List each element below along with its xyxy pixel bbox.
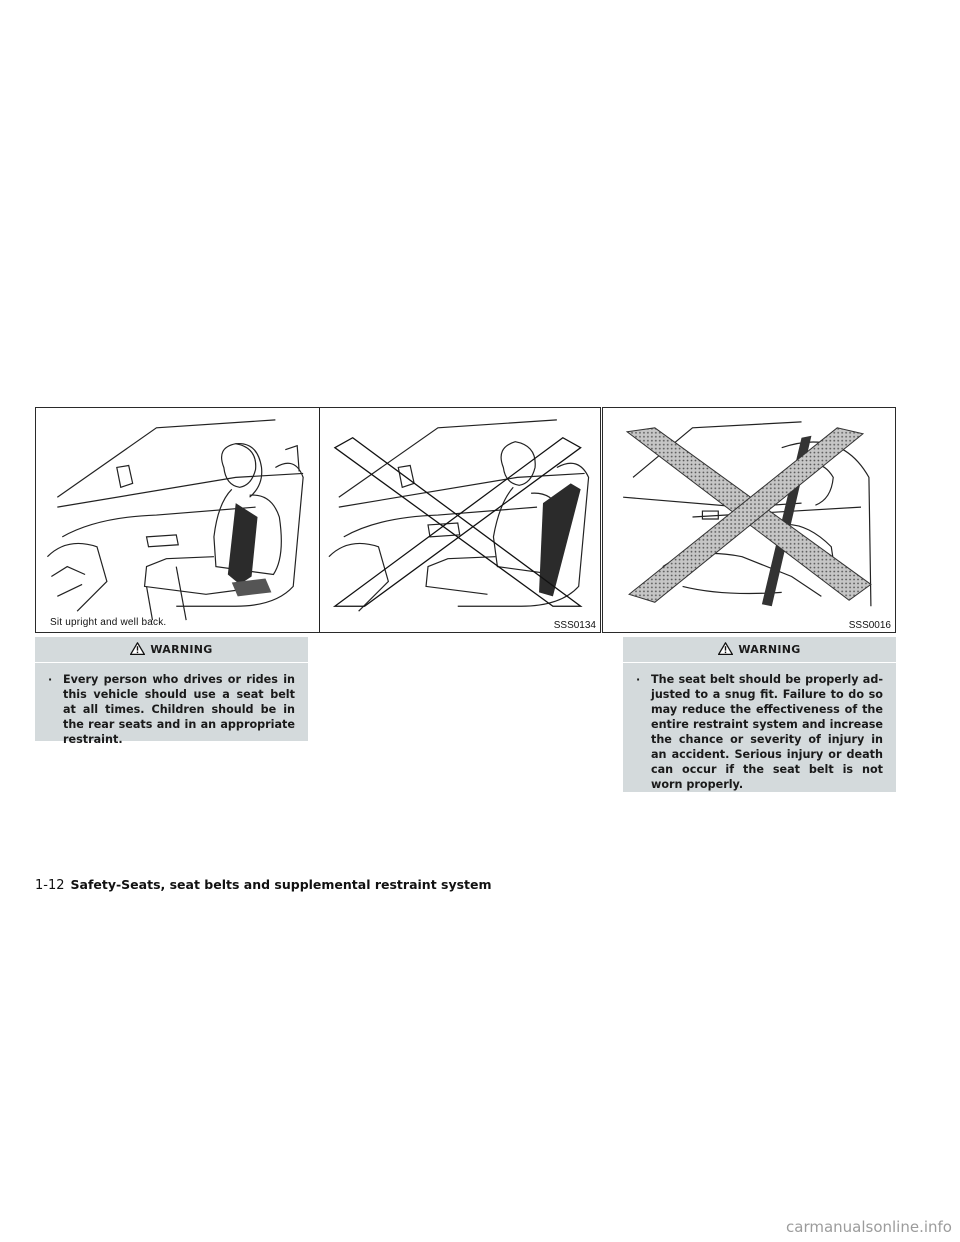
- cross-out-mark: [332, 436, 583, 607]
- seat-belt-illustration-incorrect: [623, 421, 872, 607]
- warning-text: The seat belt should be properly ad- jus…: [651, 673, 883, 791]
- figure-caption: Sit upright and well back.: [50, 617, 167, 628]
- seating-figure-left: Sit upright and well back. SSS0134: [35, 407, 601, 633]
- page-number: 1-12: [35, 878, 65, 893]
- seating-figure-right: SSS0016: [602, 407, 896, 633]
- bullet-dot: ·: [636, 673, 641, 686]
- seat-belt-illustration-correct-and-reclined: [46, 419, 590, 621]
- warning-triangle-icon: [718, 641, 734, 658]
- figure-code-right: SSS0016: [848, 620, 891, 631]
- belt-shoulder: [227, 503, 258, 585]
- figure-divider: [319, 408, 320, 632]
- page-footer: 1-12 Safety-Seats, seat belts and supplem…: [35, 877, 492, 893]
- watermark-text[interactable]: carmanualsonline.info: [786, 1218, 952, 1236]
- warning-text: Every person who drives or rides in this…: [63, 673, 295, 746]
- warning-box-2: WARNING · The seat belt should be proper…: [623, 637, 896, 792]
- warning-header: WARNING: [623, 637, 896, 663]
- warning-box-1: WARNING · Every person who drives or rid…: [35, 637, 308, 746]
- section-title: Safety-Seats, seat belts and supplementa…: [70, 877, 492, 892]
- warning-header: WARNING: [35, 637, 308, 663]
- belt-reclined: [539, 483, 581, 597]
- warning-body: · The seat belt should be properly ad- j…: [623, 663, 896, 801]
- warning-triangle-icon: [130, 641, 146, 658]
- bullet-dot: ·: [48, 673, 53, 686]
- cross-out-mark-right: [625, 427, 872, 603]
- warning-title: WARNING: [150, 643, 213, 656]
- figure-code: SSS0134: [553, 620, 596, 631]
- warning-body: · Every person who drives or rides in th…: [35, 663, 308, 756]
- warning-title: WARNING: [738, 643, 801, 656]
